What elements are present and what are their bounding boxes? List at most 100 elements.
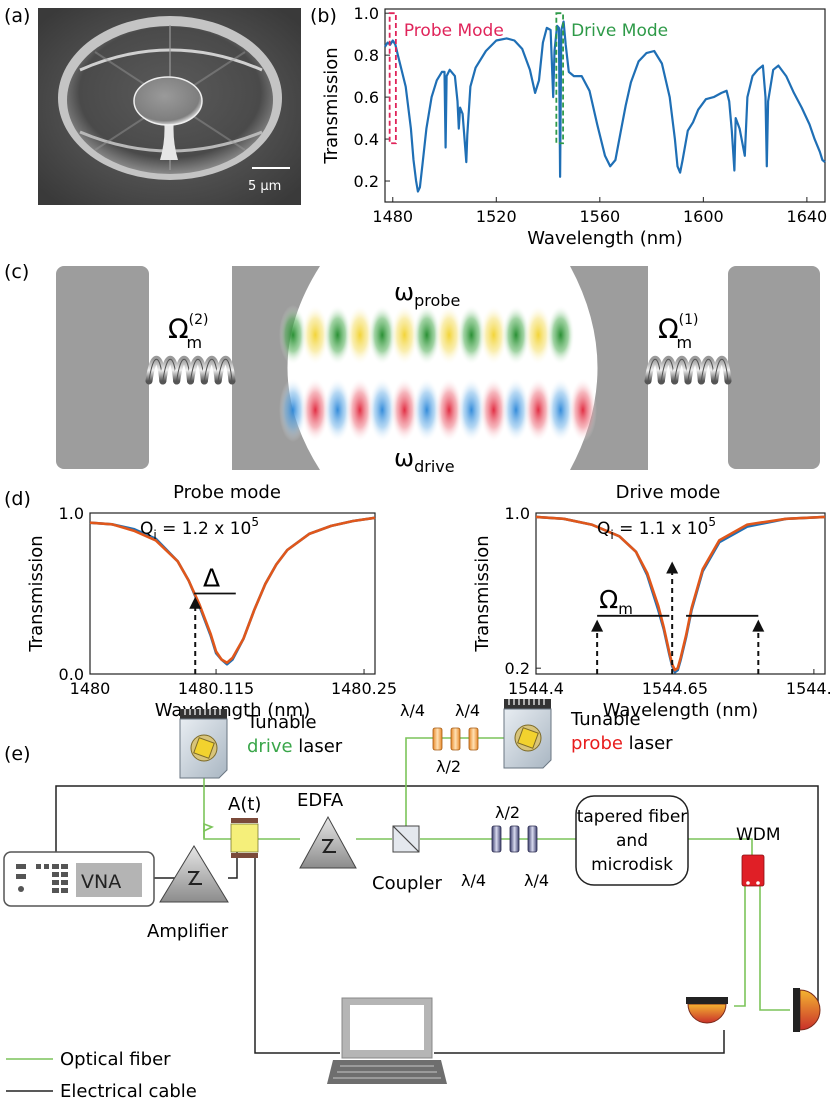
d-right-x-tick-label: 1544.9 bbox=[786, 679, 830, 698]
legend-electrical-label: Electrical cable bbox=[60, 1081, 197, 1102]
b-y-tick-label: 0.4 bbox=[354, 130, 379, 149]
q-left-label: Qi = 1.2 x 105 bbox=[140, 515, 259, 542]
left-wall-block bbox=[56, 266, 149, 469]
right-wall-block bbox=[728, 266, 820, 469]
drive-mode-lobe bbox=[279, 378, 307, 442]
b-y-tick-label: 0.6 bbox=[354, 88, 379, 107]
omega-m-detuning-label: Ωm bbox=[599, 585, 633, 618]
optical-fiber-wdm-det2 bbox=[759, 886, 790, 1011]
legend-optical-label: Optical fiber bbox=[60, 1049, 171, 1070]
drive-laser-label-1: Tunable bbox=[246, 712, 317, 733]
drive-mode-label: Drive mode bbox=[616, 482, 721, 503]
d-right-plot-frame bbox=[535, 512, 826, 675]
probe-mode-label: Probe mode bbox=[173, 482, 281, 503]
d-right-x-tick-label: 1544.65 bbox=[642, 679, 708, 698]
drive-mode-lobe bbox=[546, 378, 575, 442]
photodetector-2 bbox=[793, 988, 821, 1032]
drive-mode-annotation: Drive Mode bbox=[571, 21, 668, 41]
tapered-fiber-label-3: microdisk bbox=[591, 855, 673, 875]
vna-instrument bbox=[3, 851, 155, 907]
omega-m-right-label: Ω(1)m bbox=[658, 312, 698, 352]
probe-laser-label-2: probe laser bbox=[571, 733, 673, 754]
probe-mode-lobe bbox=[502, 305, 530, 365]
probe-mode-lobe bbox=[323, 305, 352, 365]
photodetector-1 bbox=[686, 997, 728, 1024]
probe-qwp-label-2: λ/4 bbox=[455, 701, 480, 720]
mode-field-pattern bbox=[279, 305, 597, 442]
omega-m-left-label: Ω(2)m bbox=[168, 312, 208, 352]
modulator-label: A(t) bbox=[228, 794, 261, 815]
setup-diagram: Tunable drive laser Tunable probe laser … bbox=[3, 699, 821, 1102]
d-left-y-axis-label: Transmission bbox=[26, 535, 47, 652]
edfa-label: EDFA bbox=[297, 790, 344, 811]
spectrum-mode-box-1 bbox=[555, 12, 564, 145]
right-spring bbox=[644, 356, 732, 385]
probe-waveplates bbox=[432, 727, 479, 751]
d-left-series-data bbox=[89, 516, 376, 666]
tapered-fiber-box bbox=[575, 795, 689, 886]
d-right-x-tick-label: 1544.4 bbox=[508, 679, 564, 698]
main-qwp-label-1: λ/4 bbox=[461, 871, 486, 890]
b-y-tick-label: 0.8 bbox=[354, 46, 379, 65]
amplifier-label: Amplifier bbox=[147, 921, 229, 942]
omega-drive-label: ωdrive bbox=[394, 444, 455, 476]
edfa-amplifier bbox=[299, 815, 357, 869]
wdm-label: WDM bbox=[736, 825, 781, 845]
drive-mode-lobe bbox=[479, 378, 508, 442]
delta-label: Δ bbox=[203, 564, 220, 593]
probe-mode-lobe bbox=[412, 305, 441, 365]
right-mirror bbox=[570, 266, 648, 470]
b-y-tick-label: 0.2 bbox=[354, 172, 379, 191]
left-mirror bbox=[232, 266, 320, 470]
intensity-modulator bbox=[230, 818, 259, 858]
d-right-x-axis-label: Wavelength (nm) bbox=[603, 700, 759, 721]
d-left-y-tick-label: 1.0 bbox=[59, 504, 84, 523]
drive-mode-lobe bbox=[412, 378, 441, 442]
main-waveplates bbox=[491, 825, 538, 853]
electrical-cable-top-loop bbox=[55, 785, 819, 1010]
electrical-cable-amplifier-modulator bbox=[228, 848, 238, 879]
b-x-tick-label: 1520 bbox=[476, 207, 517, 226]
b-plot-frame bbox=[384, 8, 826, 203]
d-left-x-tick-label: 1480 bbox=[70, 679, 111, 698]
vna-label: VNA bbox=[81, 871, 121, 893]
optical-fiber-wdm-det1 bbox=[734, 886, 746, 1007]
coupler-label: Coupler bbox=[372, 873, 442, 894]
tapered-fiber-label-2: and bbox=[616, 831, 648, 851]
b-x-tick-label: 1600 bbox=[683, 207, 724, 226]
spectrum-mode-box-0 bbox=[388, 12, 397, 145]
d-left-plot-frame bbox=[89, 512, 376, 675]
b-x-tick-label: 1480 bbox=[372, 207, 413, 226]
scale-bar-label: 5 µm bbox=[248, 179, 281, 194]
omega-arrow-2-head bbox=[752, 619, 765, 632]
drive-mode-lobe bbox=[301, 378, 330, 442]
left-spring bbox=[145, 356, 236, 385]
probe-mode-lobe bbox=[457, 305, 486, 365]
omega-arrow-0-head bbox=[591, 619, 604, 632]
drive-mode-lobe bbox=[457, 378, 486, 442]
omega-probe-label: ωprobe bbox=[394, 278, 460, 310]
d-left-x-tick-label: 1480.25 bbox=[331, 679, 397, 698]
d-left-y-tick-label: 0.0 bbox=[59, 665, 84, 684]
b-y-axis-label: Transmission bbox=[321, 47, 342, 164]
probe-mode-lobe bbox=[546, 305, 575, 365]
probe-mode-lobe bbox=[435, 305, 464, 365]
drive-mode-lobe bbox=[390, 378, 419, 442]
probe-hwp-label: λ/2 bbox=[436, 757, 461, 776]
probe-mode-lobe bbox=[345, 305, 374, 365]
spring-coil-edge bbox=[217, 359, 233, 382]
d-right-y-axis-label: Transmission bbox=[472, 535, 493, 652]
omega-arrow-1-head bbox=[666, 561, 679, 574]
probe-mode-lobe bbox=[390, 305, 419, 365]
cavity-schematic: ωprobe ωdrive Ω(2)m Ω(1)m Probe mode Dri… bbox=[56, 266, 820, 503]
drive-mode-lobe bbox=[345, 378, 374, 442]
probe-mode-lobe bbox=[368, 305, 397, 365]
drive-mode-lobe bbox=[568, 378, 597, 442]
d-right-series-data bbox=[535, 515, 826, 674]
panel-label-d: (d) bbox=[4, 488, 31, 510]
drive-mode-lobe bbox=[435, 378, 464, 442]
